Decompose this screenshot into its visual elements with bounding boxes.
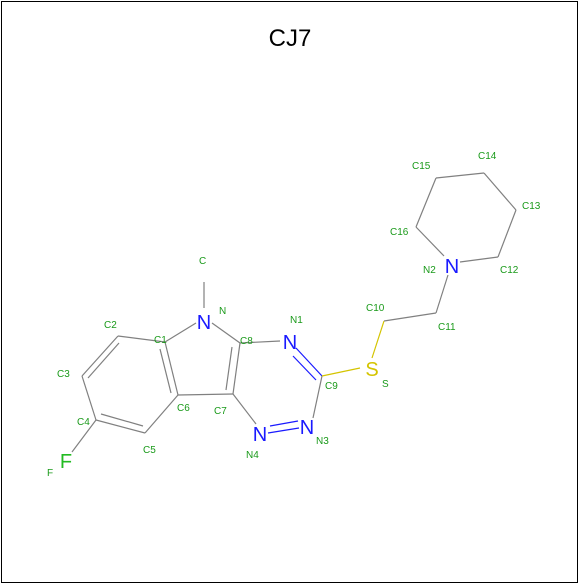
- symbol-n1: N: [283, 332, 297, 354]
- symbol-s: S: [365, 359, 378, 381]
- bond-c13-c14: [483, 172, 517, 211]
- bond-n3-n4-inner: [269, 420, 299, 427]
- bond-c9-s: [321, 367, 361, 377]
- atom-label: C16: [390, 227, 409, 238]
- bond-c2-c3-inner: [87, 342, 120, 379]
- bond-c6-c1: [164, 341, 179, 396]
- atom-label: N3: [316, 436, 329, 447]
- bond-c9-n3: [312, 375, 323, 419]
- symbol-n3: N: [300, 417, 314, 439]
- bond-c8-n1: [239, 340, 281, 344]
- bond-c7-c8: [232, 342, 241, 395]
- bond-n3-n4: [267, 427, 300, 434]
- atom-labels: C N C2 C1 C8 N1 C3 C4 C6 C7 C9 F C5 N4 N…: [47, 151, 541, 479]
- atom-label: N2: [423, 265, 436, 276]
- bond-c16-n2: [415, 226, 445, 257]
- bond-c5-c6: [144, 394, 179, 434]
- atom-label: C3: [57, 369, 70, 380]
- bond-c3-c4: [81, 375, 97, 421]
- molecule-title: CJ7: [269, 25, 312, 52]
- atom-label: C: [199, 256, 206, 267]
- atom-label: C8: [240, 336, 253, 347]
- atom-label: C1: [154, 335, 167, 346]
- bond-c1-c2: [117, 335, 166, 343]
- atom-label: N: [219, 306, 226, 317]
- bond-n1-c9: [295, 347, 323, 377]
- bond-n-c8: [211, 322, 241, 344]
- atom-label: C12: [500, 265, 519, 276]
- atom-label: C13: [522, 201, 541, 212]
- atom-label: C5: [143, 445, 156, 456]
- atom-label: C7: [214, 406, 227, 417]
- symbol-n2: N: [445, 256, 459, 278]
- atom-label: N4: [246, 450, 259, 461]
- atom-label: C9: [325, 381, 338, 392]
- bond-c11-n2: [435, 274, 449, 314]
- bond-c4-c5-inner: [100, 413, 144, 427]
- bond-c4-f: [71, 419, 97, 453]
- bond-c6-c1-inner: [159, 348, 172, 394]
- atom-label: C15: [412, 161, 431, 172]
- bond-c2-c3: [81, 335, 119, 377]
- bond-c12-c13: [497, 209, 517, 258]
- atom-label: N1: [290, 315, 303, 326]
- bond-layer: [71, 172, 517, 453]
- atom-label: C6: [177, 403, 190, 414]
- bond-c14-c15: [435, 172, 485, 179]
- bond-c15-c16: [415, 177, 437, 228]
- atom-label: S: [382, 379, 389, 390]
- symbol-n: N: [197, 312, 211, 334]
- symbol-f: F: [60, 451, 72, 473]
- atom-label: F: [47, 468, 53, 479]
- bond-c4-c5: [95, 419, 146, 434]
- atom-label: C14: [478, 151, 497, 162]
- atom-label: C4: [77, 417, 90, 428]
- element-symbols: N N N N N S F: [60, 256, 459, 473]
- bond-c7-c8-inner: [225, 346, 233, 391]
- bond-n-c1: [164, 322, 197, 343]
- bond-n1-c9-inner: [292, 355, 317, 381]
- bond-s-c10: [371, 320, 385, 359]
- atom-label: C11: [438, 322, 456, 333]
- atom-label: C10: [366, 303, 385, 314]
- bond-n2-c12: [459, 256, 499, 263]
- bond-n4-c7: [232, 393, 257, 425]
- bond-c10-c11: [383, 312, 437, 322]
- bond-c6-c7: [177, 393, 234, 396]
- atom-label: C2: [104, 320, 117, 331]
- symbol-n4: N: [253, 424, 267, 446]
